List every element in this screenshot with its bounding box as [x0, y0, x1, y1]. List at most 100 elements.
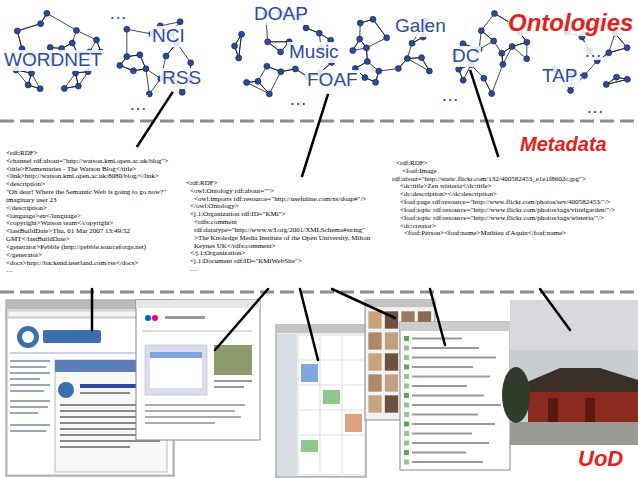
- browser-screenshot: [10, 430, 46, 432]
- graph-link: [47, 13, 77, 30]
- rdf-line: </owl:Ontology>: [186, 203, 386, 211]
- graph-link: [126, 29, 127, 56]
- graph-node: [239, 31, 245, 37]
- list-row: [404, 384, 409, 389]
- list-row: [412, 452, 466, 454]
- graph-node: [69, 40, 75, 46]
- ontology-name: Music: [289, 42, 339, 63]
- ontology-label: DC: [450, 46, 481, 67]
- list-row: [404, 365, 409, 370]
- ontology-label: WORDNET: [2, 50, 104, 71]
- rdf-line: …: [6, 267, 182, 275]
- leader-line: [92, 289, 570, 360]
- ontology-name: Galen: [395, 16, 446, 37]
- graph-node: [524, 56, 530, 62]
- graph-node: [163, 53, 169, 59]
- graph-link: [373, 19, 387, 37]
- rdf-line: <rdfs:comment rdf:datatype="http://www.w…: [186, 219, 386, 235]
- graph-node: [278, 49, 284, 55]
- rdf-line: "Oh dear! Where the Semantic Web is goin…: [6, 189, 182, 205]
- address-book-screenshot: [365, 300, 435, 307]
- ellipsis: …: [585, 98, 605, 116]
- graph-node: [292, 66, 298, 72]
- rdf-line: <foaf:topic rdf:resource="http://www.fli…: [392, 215, 632, 223]
- face-thumbnail: [368, 395, 382, 413]
- face-thumbnail: [385, 332, 399, 350]
- metadata-block: <rdf:RDF><foaf:Imagerdf:about="http://st…: [392, 160, 632, 238]
- ontology-label: Music: [287, 42, 341, 63]
- ellipsis: …: [108, 4, 128, 22]
- rdf-line: <rdf:RDF>: [186, 180, 386, 188]
- section-title: Ontologies: [508, 10, 633, 36]
- list-row: [412, 461, 483, 463]
- graph-node: [460, 77, 466, 83]
- list-row: [412, 433, 472, 435]
- graph-node: [117, 62, 123, 68]
- graph-node: [44, 10, 50, 16]
- photo: [528, 392, 638, 422]
- rdf-line: <rdf:RDF>: [392, 160, 632, 168]
- rdf-line: …: [186, 266, 386, 274]
- graph-node: [419, 55, 425, 61]
- list-row: [404, 431, 409, 436]
- graph-link: [17, 24, 40, 31]
- graph-node: [61, 85, 67, 91]
- graph-node: [509, 44, 515, 50]
- graph-node: [606, 50, 612, 56]
- graph-node: [232, 43, 238, 49]
- face-thumbnail: [368, 311, 382, 329]
- rdf-line: <copyright>Watson team</copyright>: [6, 220, 182, 228]
- graph-node: [143, 66, 149, 72]
- graph-node: [624, 45, 630, 51]
- graph-node: [179, 89, 185, 95]
- list-row: [404, 393, 409, 398]
- list-row: [412, 414, 478, 416]
- ontology-name: WORDNET: [4, 50, 102, 71]
- graph-node: [603, 81, 609, 87]
- ellipsis: …: [128, 95, 148, 113]
- graph-node: [255, 78, 261, 84]
- graph-node: [357, 20, 363, 26]
- browser-screenshot: [10, 360, 50, 362]
- flickr-screenshot: [214, 345, 252, 375]
- rdf-line: <j.1:Document rdf:ID="KMiWebSite">: [186, 258, 386, 266]
- list-row: [404, 412, 409, 417]
- graph-node: [370, 16, 376, 22]
- graph-node: [188, 60, 194, 66]
- sidebar-screenshot: [400, 322, 510, 331]
- flickr-screenshot: [145, 416, 241, 418]
- rdf-line: <foaf:topic rdf:resource="http://www.fli…: [392, 207, 632, 215]
- photo: [520, 368, 638, 392]
- graph-node: [478, 28, 484, 34]
- calendar-screenshot: [299, 385, 364, 386]
- graph-link: [17, 24, 40, 31]
- calendar-screenshot: [277, 334, 297, 476]
- graph-node: [624, 76, 630, 82]
- rdf-line: </description>: [6, 205, 182, 213]
- list-row: [412, 357, 496, 359]
- rdf-line: <title>Elementaries - The Watson Blog</t…: [6, 166, 182, 174]
- browser-screenshot: [10, 366, 46, 368]
- rdf-line: <owl:imports rdf:resource="http://useful…: [186, 196, 386, 204]
- rdf-line: <foaf:Person><foaf:name>Mathieu d'Aquin<…: [392, 230, 632, 238]
- browser-screenshot: [10, 406, 48, 408]
- graph-node: [350, 48, 356, 54]
- graph-node: [244, 79, 250, 85]
- graph-node: [581, 72, 587, 78]
- list-row: [404, 460, 409, 465]
- graph-link: [146, 69, 149, 94]
- calendar-screenshot: [320, 336, 321, 474]
- calendar-screenshot: [299, 336, 364, 474]
- graph-node: [38, 21, 44, 27]
- browser-screenshot: [10, 390, 44, 392]
- graph-node: [357, 36, 363, 42]
- face-thumbnail: [368, 374, 382, 392]
- list-row: [412, 366, 473, 368]
- ontology-name: RSS: [162, 68, 201, 89]
- graph-node: [236, 55, 242, 61]
- graph-node: [130, 68, 136, 74]
- calendar-screenshot: [299, 360, 364, 361]
- graph-node: [376, 68, 382, 74]
- leader-line: [540, 289, 570, 330]
- ontology-name: TAP: [542, 66, 578, 87]
